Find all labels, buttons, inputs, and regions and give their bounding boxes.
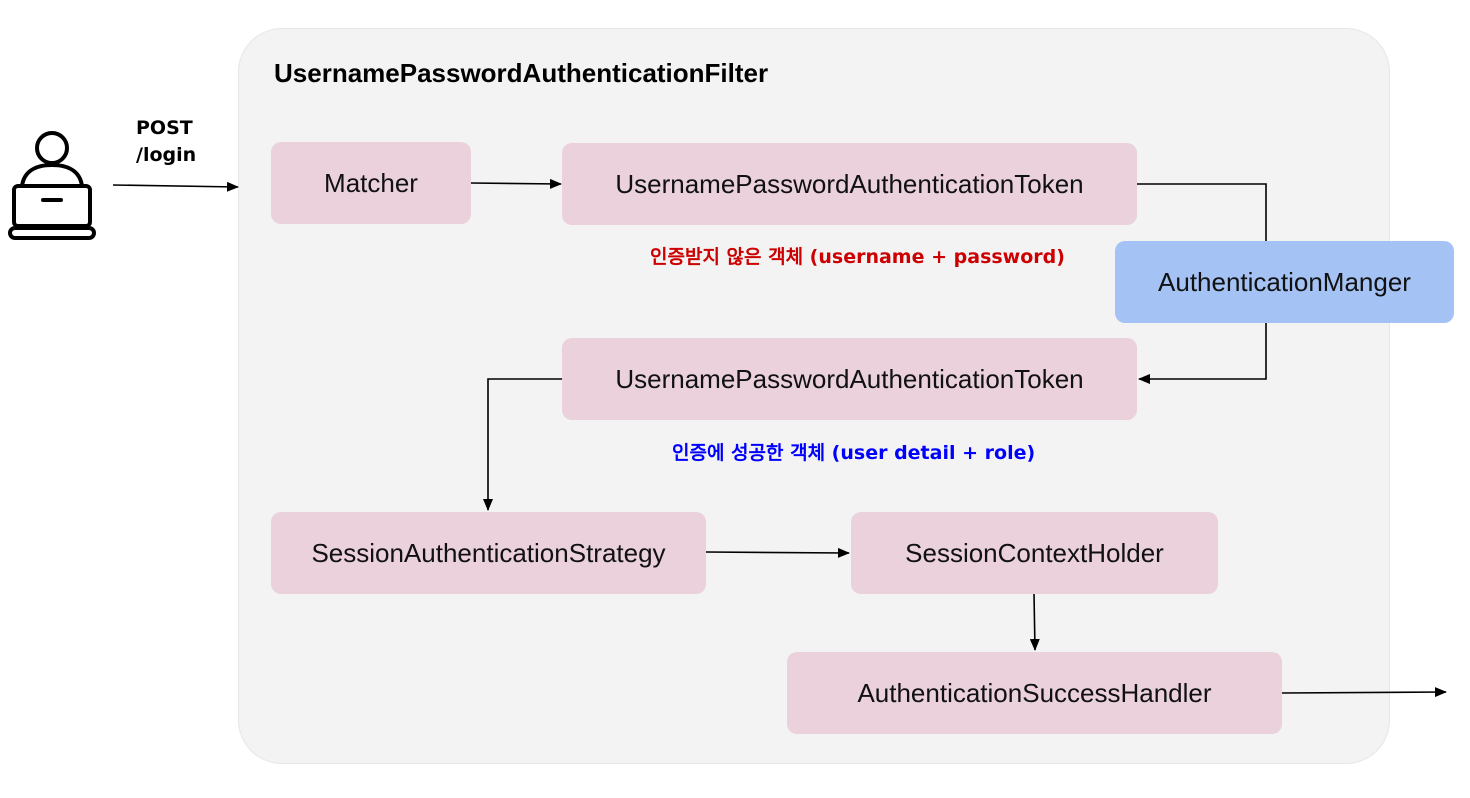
- authenticated-annotation: 인증에 성공한 객체 (user detail + role): [672, 442, 1036, 464]
- session-context-holder-node[interactable]: SessionContextHolder: [851, 512, 1218, 594]
- unauthenticated-token-node[interactable]: UsernamePasswordAuthenticationToken: [562, 143, 1137, 225]
- success-handler-node[interactable]: AuthenticationSuccessHandler: [787, 652, 1282, 734]
- filter-title: UsernamePasswordAuthenticationFilter: [274, 58, 769, 88]
- unauthenticated-annotation: 인증받지 않은 객체 (username + password): [650, 246, 1065, 268]
- user-laptop-icon: [8, 131, 96, 240]
- matcher-node[interactable]: Matcher: [271, 142, 471, 224]
- request-label: POST /login: [136, 115, 196, 169]
- request-method: POST: [136, 117, 193, 139]
- session-strategy-node[interactable]: SessionAuthenticationStrategy: [271, 512, 706, 594]
- authentication-manager-node[interactable]: AuthenticationManger: [1115, 241, 1454, 323]
- authenticated-token-node[interactable]: UsernamePasswordAuthenticationToken: [562, 338, 1137, 420]
- request-path: /login: [136, 144, 197, 166]
- arrow-user-to-filter: [112, 181, 239, 192]
